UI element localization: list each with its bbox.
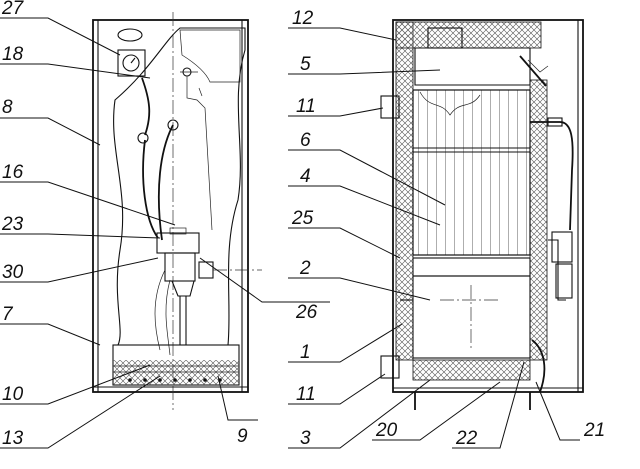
gas-valve (156, 232, 200, 254)
label-22: 22 (455, 428, 478, 449)
label-6: 6 (300, 130, 311, 151)
burner-plate (412, 359, 531, 381)
casing-section (392, 19, 584, 393)
label-25: 25 (291, 208, 314, 229)
heat-exchanger (412, 89, 531, 256)
cutaway-contour (113, 27, 246, 346)
insulation-left (395, 21, 414, 361)
capillary-tube (141, 77, 151, 136)
label-18: 18 (2, 44, 24, 65)
label-27: 27 (1, 0, 25, 19)
label-2: 2 (299, 258, 311, 279)
label-8: 8 (2, 97, 13, 118)
label-23: 23 (1, 214, 24, 235)
water-outlet (380, 95, 400, 119)
label-9: 9 (237, 426, 248, 447)
label-30: 30 (2, 262, 24, 283)
label-20: 20 (375, 420, 398, 441)
combustion-chamber (412, 275, 531, 359)
gas-control (551, 231, 573, 263)
label-26: 26 (295, 302, 318, 323)
label-3: 3 (300, 428, 311, 449)
label-21: 21 (583, 420, 605, 441)
label-1: 1 (300, 342, 311, 363)
label-13: 13 (2, 428, 24, 449)
label-4: 4 (300, 166, 311, 187)
thermometer (117, 49, 146, 77)
left-callouts: 27 18 8 16 23 30 7 10 13 9 (0, 0, 330, 449)
label-11-top: 11 (296, 96, 316, 117)
label-16: 16 (2, 162, 24, 183)
label-11-bottom: 11 (296, 384, 316, 405)
label-10: 10 (2, 384, 24, 405)
casing-outline (92, 19, 249, 393)
gas-inlet-fitting (198, 261, 214, 279)
label-12: 12 (292, 8, 314, 29)
water-inlet (380, 355, 400, 379)
burner-nozzles (128, 378, 222, 382)
insulation-top (395, 21, 542, 49)
label-7: 7 (2, 304, 14, 325)
label-5: 5 (300, 54, 311, 75)
right-callouts: 12 5 11 6 4 25 2 26 1 11 3 20 22 21 (288, 8, 605, 449)
left-boiler-view (92, 12, 262, 410)
draught-hood (414, 47, 531, 86)
right-boiler-view (380, 19, 584, 410)
